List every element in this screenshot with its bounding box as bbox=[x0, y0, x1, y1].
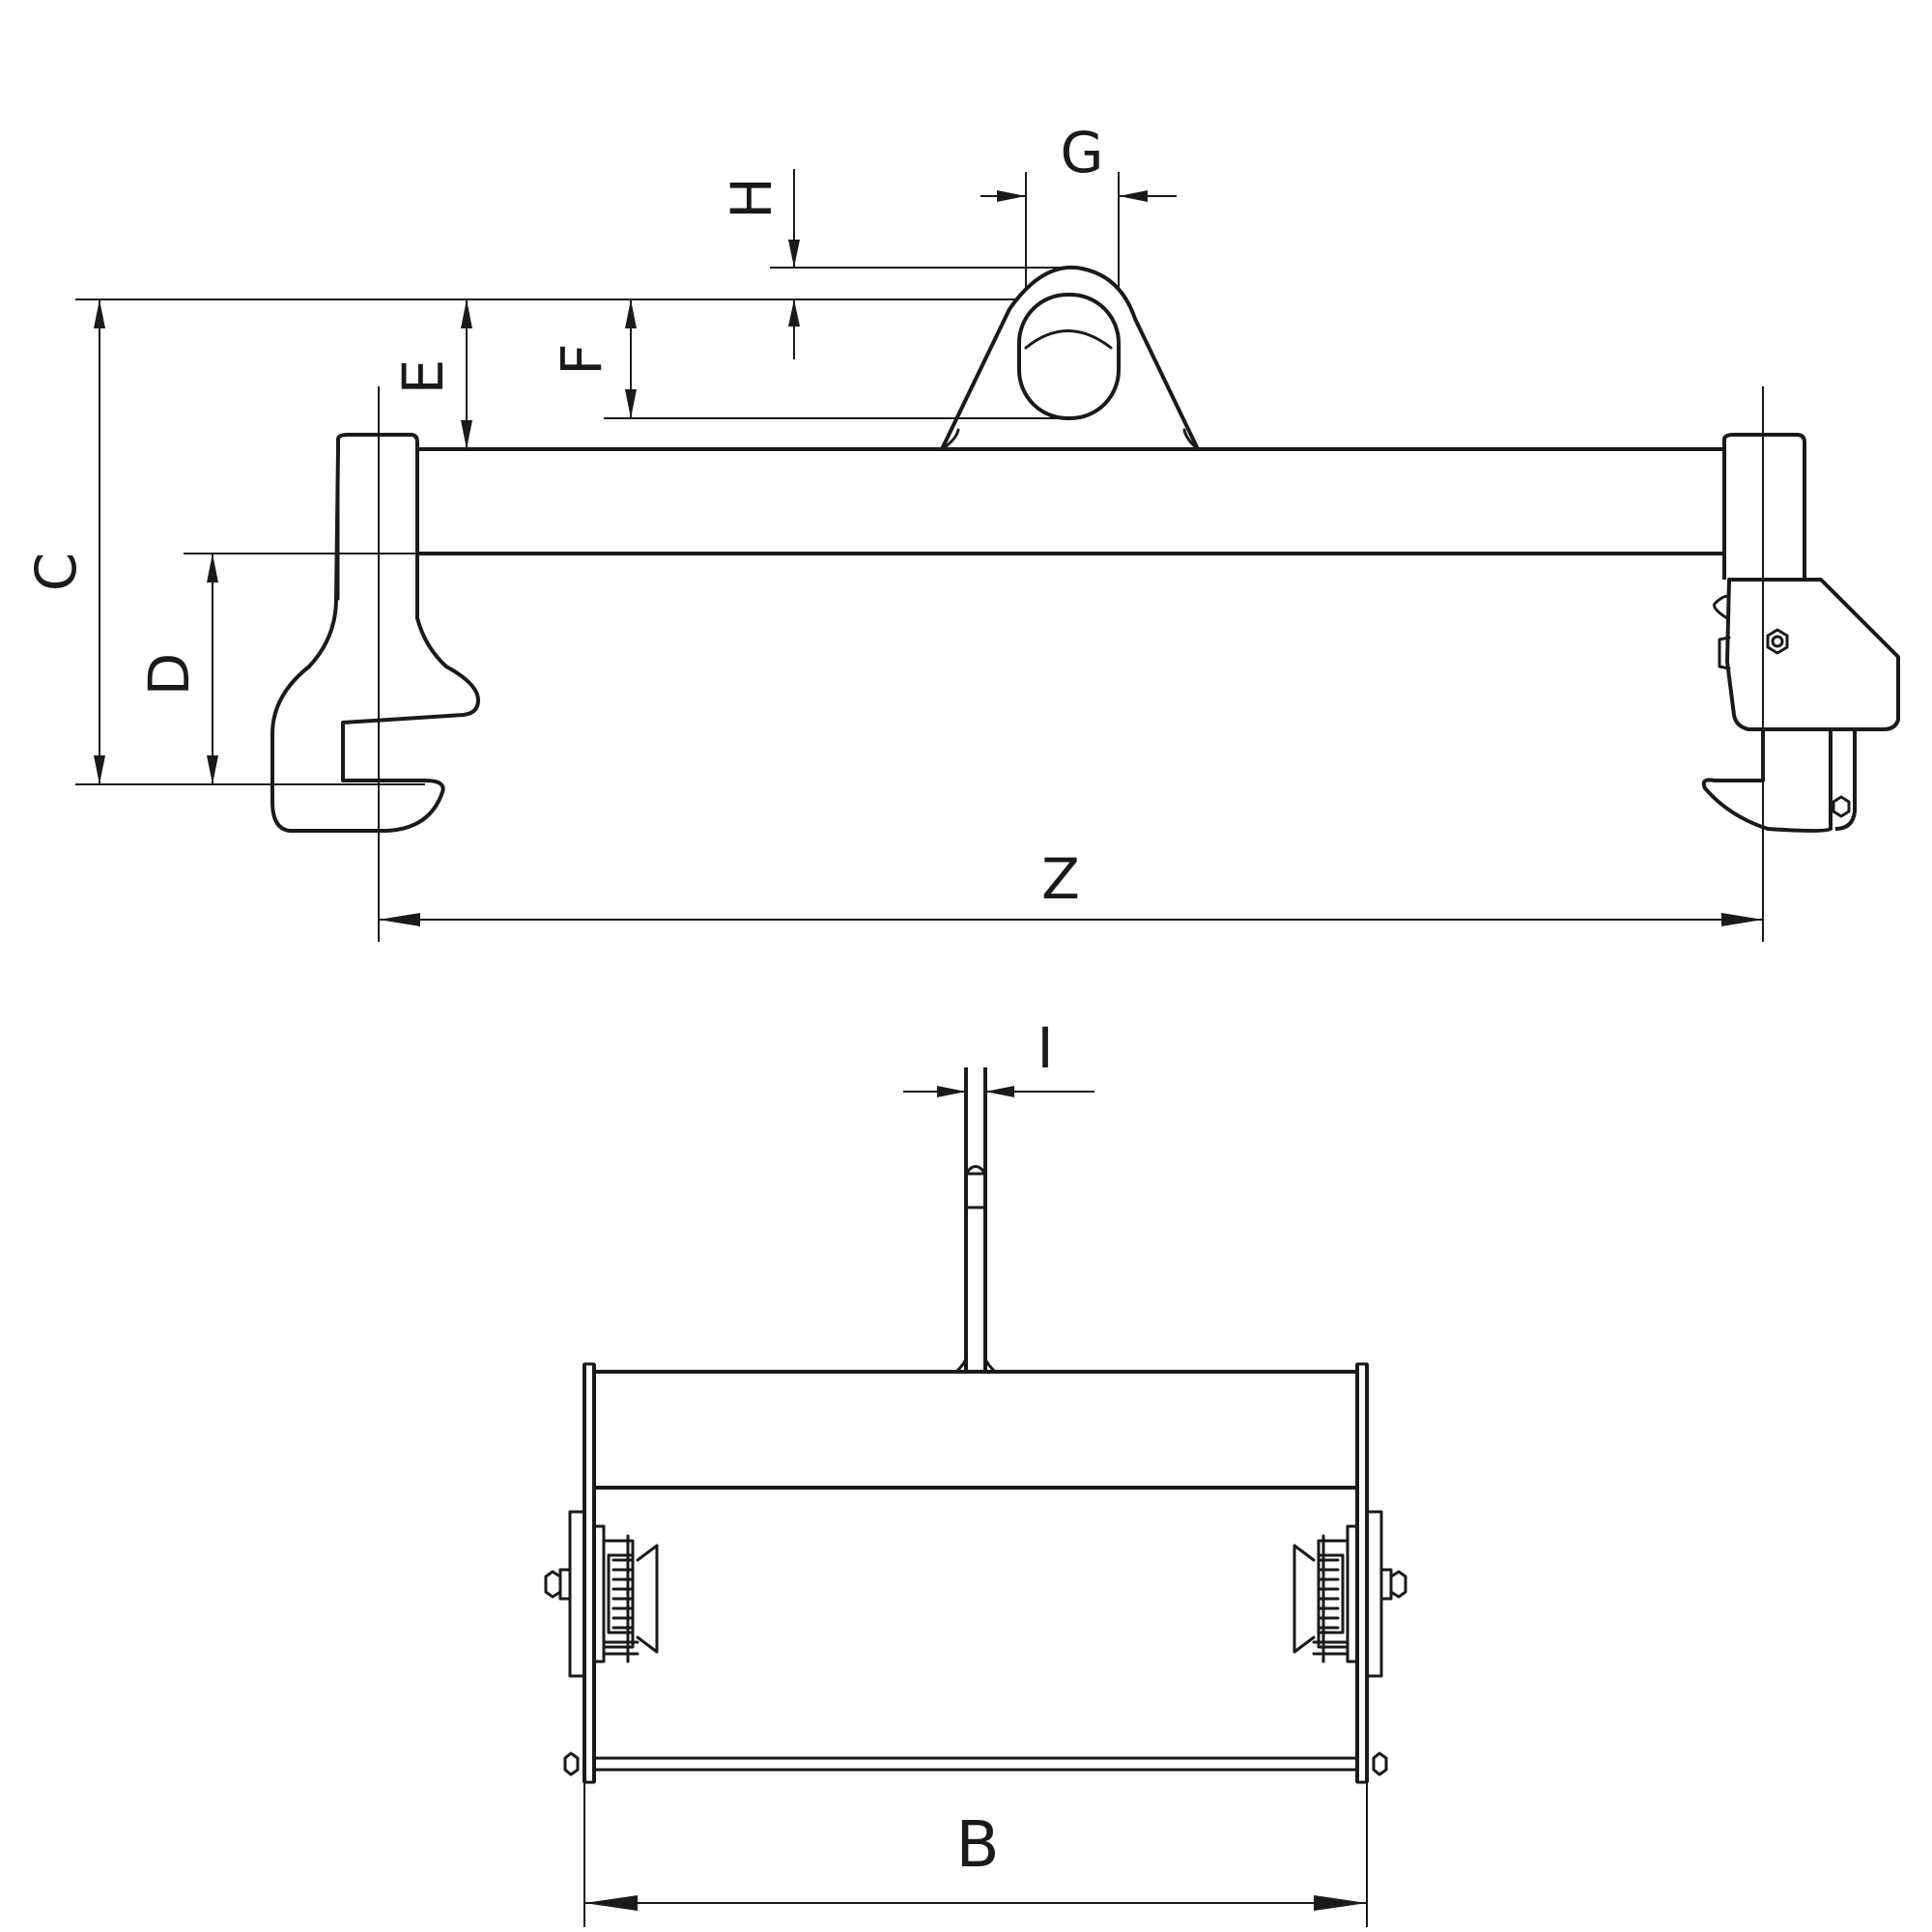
dimension-C: C bbox=[23, 299, 425, 785]
left-latch-mechanism bbox=[544, 1510, 659, 1776]
dimension-D: D bbox=[136, 553, 415, 784]
dimension-E: E bbox=[390, 299, 472, 449]
dimension-F: F bbox=[549, 299, 1067, 419]
label-Z: Z bbox=[1041, 846, 1080, 912]
dimension-B: B bbox=[583, 1782, 1368, 1927]
label-I: I bbox=[1037, 1015, 1053, 1081]
right-hook bbox=[1701, 433, 1900, 833]
right-latch-mechanism bbox=[1293, 1510, 1407, 1776]
dimension-Z: Z bbox=[378, 386, 1764, 942]
side-elevation-view: G H E F bbox=[23, 120, 1900, 942]
plan-view: I bbox=[544, 1015, 1407, 1927]
label-H: H bbox=[719, 177, 784, 219]
label-C: C bbox=[23, 553, 89, 592]
eye-plate-plan bbox=[954, 1067, 997, 1374]
dimension-H: H bbox=[719, 169, 1063, 359]
label-F: F bbox=[549, 343, 614, 375]
left-hook bbox=[270, 433, 480, 833]
label-E: E bbox=[390, 359, 456, 395]
label-D: D bbox=[136, 653, 202, 696]
dimension-I: I bbox=[903, 1015, 1094, 1097]
beam-frame-plan bbox=[582, 1362, 1369, 1784]
label-B: B bbox=[955, 1807, 999, 1882]
lifting-eye bbox=[940, 265, 1200, 451]
label-G: G bbox=[1061, 120, 1104, 185]
main-beam bbox=[415, 447, 1724, 555]
dimension-G: G bbox=[980, 120, 1177, 290]
